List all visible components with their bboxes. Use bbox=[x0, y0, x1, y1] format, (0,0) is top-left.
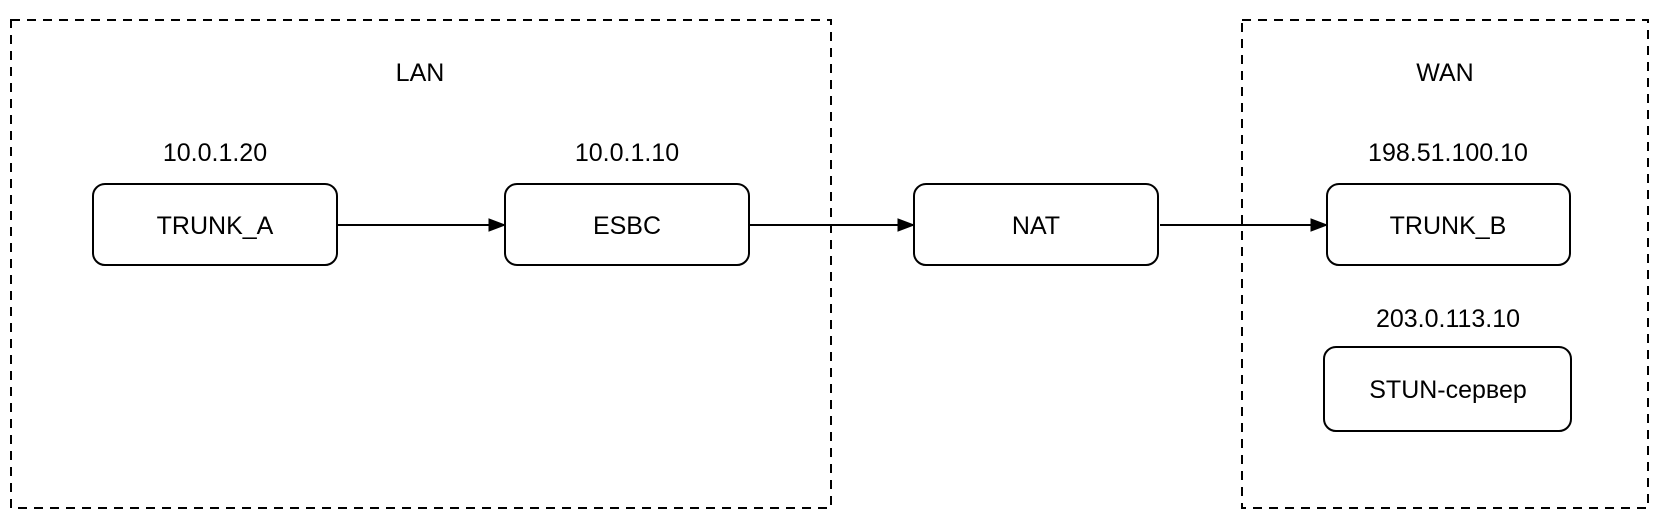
trunk-b-label: TRUNK_B bbox=[1390, 212, 1507, 240]
node-trunk-a bbox=[92, 183, 338, 266]
trunk-a-ip-label: 10.0.1.20 bbox=[163, 139, 267, 167]
trunk-a-label: TRUNK_A bbox=[157, 212, 274, 240]
node-stun-server bbox=[1323, 346, 1572, 432]
node-esbc bbox=[504, 183, 750, 266]
nat-label: NAT bbox=[1012, 212, 1060, 240]
lan-boundary bbox=[10, 19, 832, 509]
esbc-ip-label: 10.0.1.10 bbox=[575, 139, 679, 167]
stun-server-ip-label: 203.0.113.10 bbox=[1376, 305, 1520, 333]
esbc-label: ESBC bbox=[593, 212, 661, 240]
wan-group-label: WAN bbox=[1416, 59, 1473, 87]
stun-server-label: STUN-сервер bbox=[1369, 376, 1527, 404]
lan-group-label: LAN bbox=[396, 59, 445, 87]
wan-boundary bbox=[1241, 19, 1649, 509]
trunk-b-ip-label: 198.51.100.10 bbox=[1368, 139, 1528, 167]
node-trunk-b bbox=[1326, 183, 1571, 266]
node-nat bbox=[913, 183, 1159, 266]
